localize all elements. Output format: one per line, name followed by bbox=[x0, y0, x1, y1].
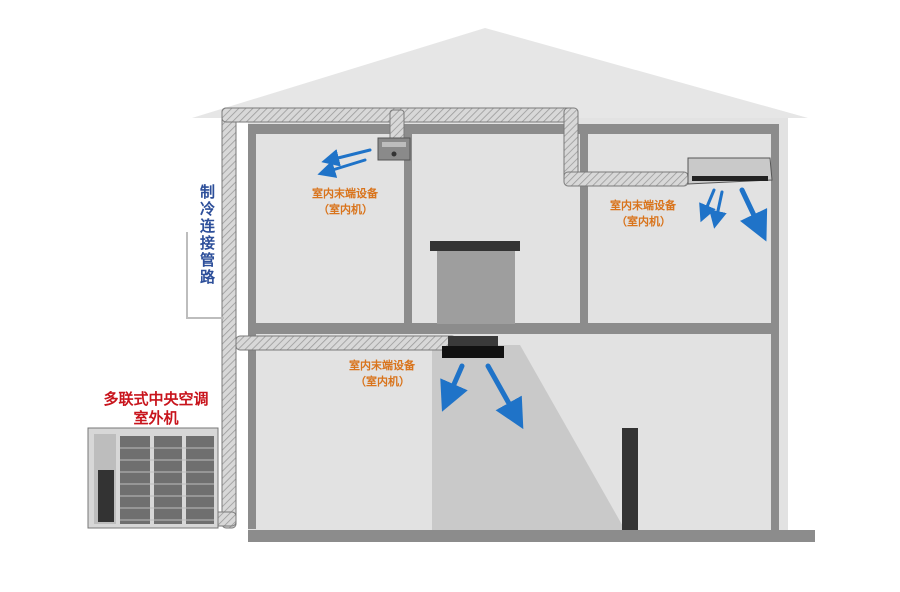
floor-pipe bbox=[622, 428, 638, 530]
roof bbox=[192, 28, 808, 118]
indoor-unit-sublabel-upper-left: （室内机） bbox=[318, 203, 373, 216]
right-wall bbox=[771, 124, 779, 530]
middle-floor bbox=[248, 323, 773, 334]
pipe-label: 制冷连接管路 bbox=[198, 184, 216, 286]
outdoor-unit-sublabel: 室外机 bbox=[133, 409, 179, 427]
indoor-unit-sublabel-upper-right: （室内机） bbox=[616, 215, 671, 228]
wall-split-unit-icon bbox=[687, 157, 773, 185]
partition-1 bbox=[404, 134, 412, 323]
upper-ceiling bbox=[248, 124, 773, 134]
left-wall-upper bbox=[248, 134, 256, 529]
embedded-cassette-icon bbox=[442, 336, 504, 358]
indoor-unit-label-lower: 室内末端设备 bbox=[349, 359, 415, 372]
airflow-arrow-icon bbox=[317, 148, 768, 430]
upper-door-lintel bbox=[430, 241, 520, 251]
ceiling-cassette-icon bbox=[377, 137, 411, 161]
indoor-unit-label-upper-left: 室内末端设备 bbox=[312, 187, 378, 200]
shadow-beam bbox=[432, 345, 625, 530]
ground-floor bbox=[248, 530, 815, 542]
indoor-unit-label-upper-right: 室内末端设备 bbox=[610, 199, 676, 212]
upper-door bbox=[437, 248, 515, 324]
indoor-unit-sublabel-lower: （室内机） bbox=[355, 375, 410, 388]
pipe-guide-line bbox=[186, 232, 224, 319]
outdoor-unit-label: 多联式中央空调 bbox=[103, 390, 209, 408]
partition-2 bbox=[580, 134, 588, 323]
outdoor-condenser-icon bbox=[87, 427, 219, 529]
